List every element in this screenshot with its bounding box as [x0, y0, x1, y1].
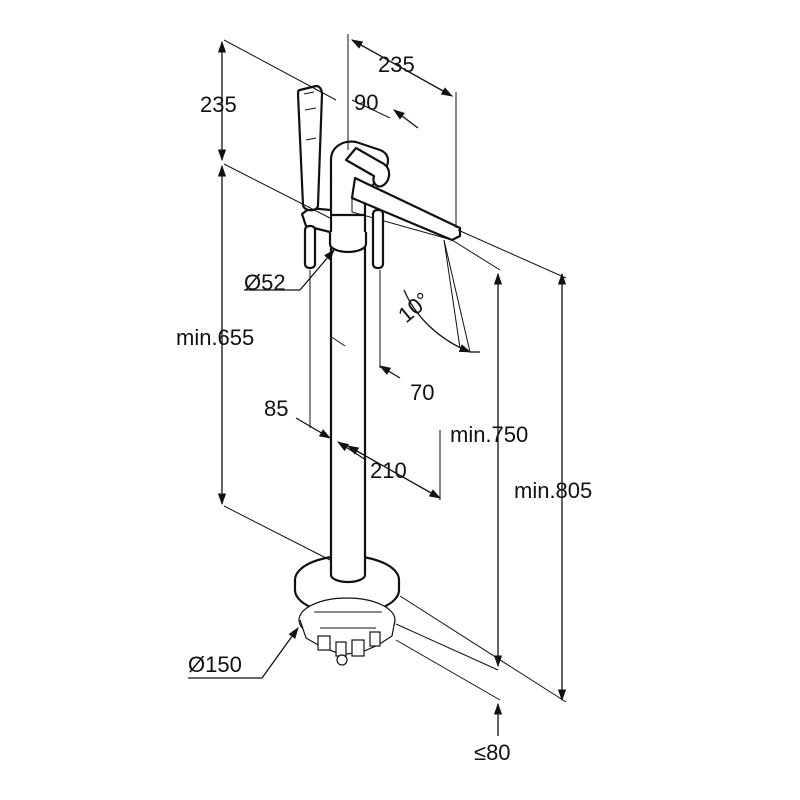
label-top-depth: 235	[200, 92, 237, 117]
spout	[350, 176, 462, 242]
faucet-body	[293, 84, 462, 666]
pipe-collar	[328, 232, 368, 254]
dimension-lines	[188, 34, 567, 736]
riser-pipe	[329, 215, 367, 584]
label-hose-diameter: Ø52	[244, 270, 286, 295]
label-min-805: min.805	[514, 478, 592, 503]
label-floor-depth: ≤80	[474, 740, 511, 765]
label-base-offset: 210	[370, 458, 407, 483]
label-top-width: 235	[378, 52, 415, 77]
label-pipe-offset: 85	[264, 396, 288, 421]
diverter-knob	[371, 208, 385, 270]
hand-shower	[296, 84, 324, 212]
label-angle: 10°	[393, 287, 435, 328]
mounting-body	[298, 597, 396, 666]
label-spout-offset: 90	[354, 90, 378, 115]
mixer-lever	[344, 146, 391, 188]
label-base-diameter: Ø150	[188, 652, 242, 677]
label-min-655: min.655	[176, 325, 254, 350]
label-spout-reach: 70	[410, 380, 434, 405]
label-min-750: min.750	[450, 422, 528, 447]
dimension-labels: 235 235 90 Ø52 min.655 10° 70 85 210 min…	[176, 52, 592, 765]
hose-connector	[303, 224, 317, 270]
